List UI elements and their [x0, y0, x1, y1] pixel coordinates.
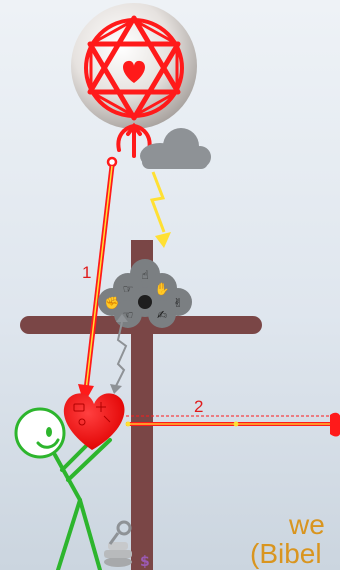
lightning-icon: [152, 172, 164, 232]
svg-text:☝: ☝: [141, 268, 148, 282]
svg-text:✊: ✊: [105, 296, 120, 310]
lightning-arrowhead: [155, 232, 171, 248]
heart-large-icon: [64, 393, 125, 450]
svg-text:☞: ☞: [123, 282, 134, 296]
svg-text:$: $: [140, 554, 150, 570]
caption-line-1: we: [289, 511, 325, 539]
orb-icon: [71, 3, 197, 129]
cloud-icon: [140, 128, 211, 169]
arrow-2: [126, 413, 340, 437]
svg-text:✌: ✌: [173, 296, 183, 310]
svg-text:✋: ✋: [155, 282, 170, 296]
arrow-1: [78, 166, 112, 404]
svg-text:✍: ✍: [157, 308, 167, 322]
arrow-2-label: 2: [194, 397, 203, 416]
caption-line-2: (Bibel: [250, 540, 322, 568]
arrow-1-label: 1: [82, 263, 91, 282]
